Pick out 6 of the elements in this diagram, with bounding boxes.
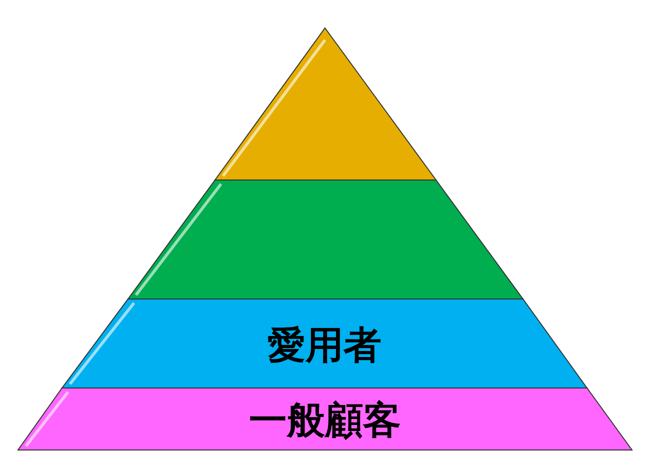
pyramid-tier	[18, 388, 632, 450]
pyramid-apex	[215, 28, 436, 180]
tier-label: 愛用者	[268, 322, 382, 369]
pyramid-tier	[128, 180, 523, 299]
tier-label: 一般顧客	[249, 397, 401, 444]
pyramid-tier	[62, 299, 587, 388]
